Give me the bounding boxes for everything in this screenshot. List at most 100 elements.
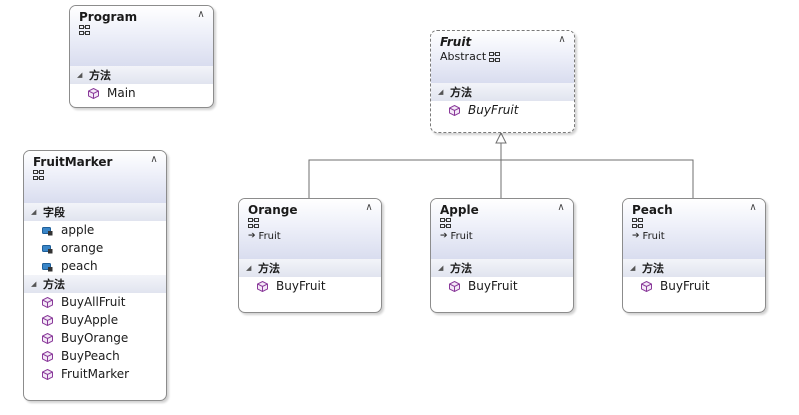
section-label: 字段 — [43, 206, 65, 219]
expand-triangle-icon[interactable]: ◢ — [438, 88, 444, 96]
class-name: FruitMarker — [33, 155, 113, 169]
base-class: ➔Fruit — [440, 230, 565, 243]
class-icon — [632, 218, 643, 228]
section-label: 方法 — [258, 262, 280, 275]
method-item[interactable]: BuyFruit — [623, 277, 765, 295]
chevron-double-up-icon[interactable]: ∧ — [557, 202, 565, 213]
class-orange[interactable]: Orange ➔Fruit ∧ ◢ 方法 BuyFruit — [238, 198, 382, 313]
class-fruit[interactable]: Fruit Abstract ∧ ◢ 方法 BuyFruit — [430, 30, 575, 133]
chevron-double-up-icon[interactable]: ∧ — [558, 34, 566, 45]
section-methods[interactable]: ◢ 方法 — [623, 259, 765, 277]
method-item[interactable]: Main — [70, 84, 213, 102]
method-label: Main — [107, 86, 136, 100]
inheritance-line-orange — [308, 159, 501, 198]
inheritance-line-peach — [501, 159, 694, 198]
class-kind — [632, 218, 757, 229]
chevron-double-up-icon[interactable]: ∧ — [197, 9, 205, 20]
field-icon — [42, 244, 53, 254]
class-name: Fruit — [440, 35, 472, 49]
field-label: peach — [61, 259, 98, 273]
field-item[interactable]: apple — [24, 221, 166, 239]
class-name: Orange — [248, 203, 298, 217]
section-methods[interactable]: ◢ 方法 — [431, 83, 574, 101]
class-kind — [248, 218, 373, 229]
class-name: Program — [79, 10, 138, 24]
chevron-double-up-icon[interactable]: ∧ — [365, 202, 373, 213]
expand-triangle-icon[interactable]: ◢ — [246, 264, 252, 272]
base-class: ➔Fruit — [248, 230, 373, 243]
method-label: FruitMarker — [61, 367, 130, 381]
class-program[interactable]: Program ∧ ◢ 方法 Main — [69, 5, 214, 108]
class-icon — [489, 51, 501, 62]
method-cube-icon — [88, 87, 99, 99]
section-methods[interactable]: ◢ 方法 — [24, 275, 166, 293]
class-kind — [440, 218, 565, 229]
class-peach[interactable]: Peach ➔Fruit ∧ ◢ 方法 BuyFruit — [622, 198, 766, 313]
class-icon — [248, 218, 259, 228]
field-label: orange — [61, 241, 104, 255]
chevron-double-up-icon[interactable]: ∧ — [749, 202, 757, 213]
class-kind — [79, 25, 205, 36]
field-item[interactable]: peach — [24, 257, 166, 275]
section-label: 方法 — [450, 86, 472, 99]
method-label: BuyApple — [61, 313, 119, 327]
class-name: Peach — [632, 203, 673, 217]
method-label: BuyFruit — [276, 279, 326, 293]
method-cube-icon — [257, 280, 268, 292]
section-methods[interactable]: ◢ 方法 — [70, 66, 213, 84]
method-cube-icon — [42, 296, 53, 308]
method-item[interactable]: BuyOrange — [24, 329, 166, 347]
method-item[interactable]: BuyFruit — [431, 277, 573, 295]
method-cube-icon — [42, 368, 53, 380]
method-cube-icon — [641, 280, 652, 292]
field-label: apple — [61, 223, 95, 237]
field-icon — [42, 262, 53, 272]
expand-triangle-icon[interactable]: ◢ — [438, 264, 444, 272]
section-fields[interactable]: ◢ 字段 — [24, 203, 166, 221]
inheritance-arrow-icon: ➔ — [248, 231, 256, 241]
expand-triangle-icon[interactable]: ◢ — [630, 264, 636, 272]
section-label: 方法 — [89, 69, 111, 82]
class-header[interactable]: Program ∧ — [70, 6, 213, 66]
class-icon — [440, 218, 451, 228]
method-item[interactable]: BuyFruit — [239, 277, 381, 295]
field-item[interactable]: orange — [24, 239, 166, 257]
method-cube-icon — [42, 314, 53, 326]
expand-triangle-icon[interactable]: ◢ — [77, 71, 83, 79]
class-icon — [33, 170, 44, 180]
method-item[interactable]: BuyPeach — [24, 347, 166, 365]
class-header[interactable]: Fruit Abstract ∧ — [431, 31, 574, 83]
method-label: BuyFruit — [660, 279, 710, 293]
class-header[interactable]: Peach ➔Fruit ∧ — [623, 199, 765, 259]
base-class-label: Fruit — [258, 231, 281, 242]
class-header[interactable]: Apple ➔Fruit ∧ — [431, 199, 573, 259]
abstract-label: Abstract — [440, 50, 487, 63]
base-class-label: Fruit — [642, 231, 665, 242]
inheritance-arrowhead — [495, 131, 507, 144]
method-item[interactable]: BuyAllFruit — [24, 293, 166, 311]
class-fruitmarker[interactable]: FruitMarker ∧ ◢ 字段 apple orange peach ◢ 方法… — [23, 150, 167, 401]
method-label: BuyPeach — [61, 349, 120, 363]
class-name: Apple — [440, 203, 479, 217]
method-label: BuyFruit — [468, 103, 519, 117]
method-label: BuyAllFruit — [61, 295, 126, 309]
method-item[interactable]: BuyFruit — [431, 101, 574, 119]
section-methods[interactable]: ◢ 方法 — [431, 259, 573, 277]
class-kind: Abstract — [440, 50, 566, 64]
expand-triangle-icon[interactable]: ◢ — [31, 280, 37, 288]
method-cube-icon — [449, 104, 460, 116]
expand-triangle-icon[interactable]: ◢ — [31, 208, 37, 216]
method-label: BuyFruit — [468, 279, 518, 293]
section-label: 方法 — [450, 262, 472, 275]
method-item[interactable]: BuyApple — [24, 311, 166, 329]
section-methods[interactable]: ◢ 方法 — [239, 259, 381, 277]
chevron-double-up-icon[interactable]: ∧ — [150, 154, 158, 165]
section-label: 方法 — [642, 262, 664, 275]
method-item[interactable]: FruitMarker — [24, 365, 166, 383]
class-header[interactable]: Orange ➔Fruit ∧ — [239, 199, 381, 259]
class-apple[interactable]: Apple ➔Fruit ∧ ◢ 方法 BuyFruit — [430, 198, 574, 313]
class-header[interactable]: FruitMarker ∧ — [24, 151, 166, 203]
section-label: 方法 — [43, 278, 65, 291]
method-cube-icon — [42, 350, 53, 362]
